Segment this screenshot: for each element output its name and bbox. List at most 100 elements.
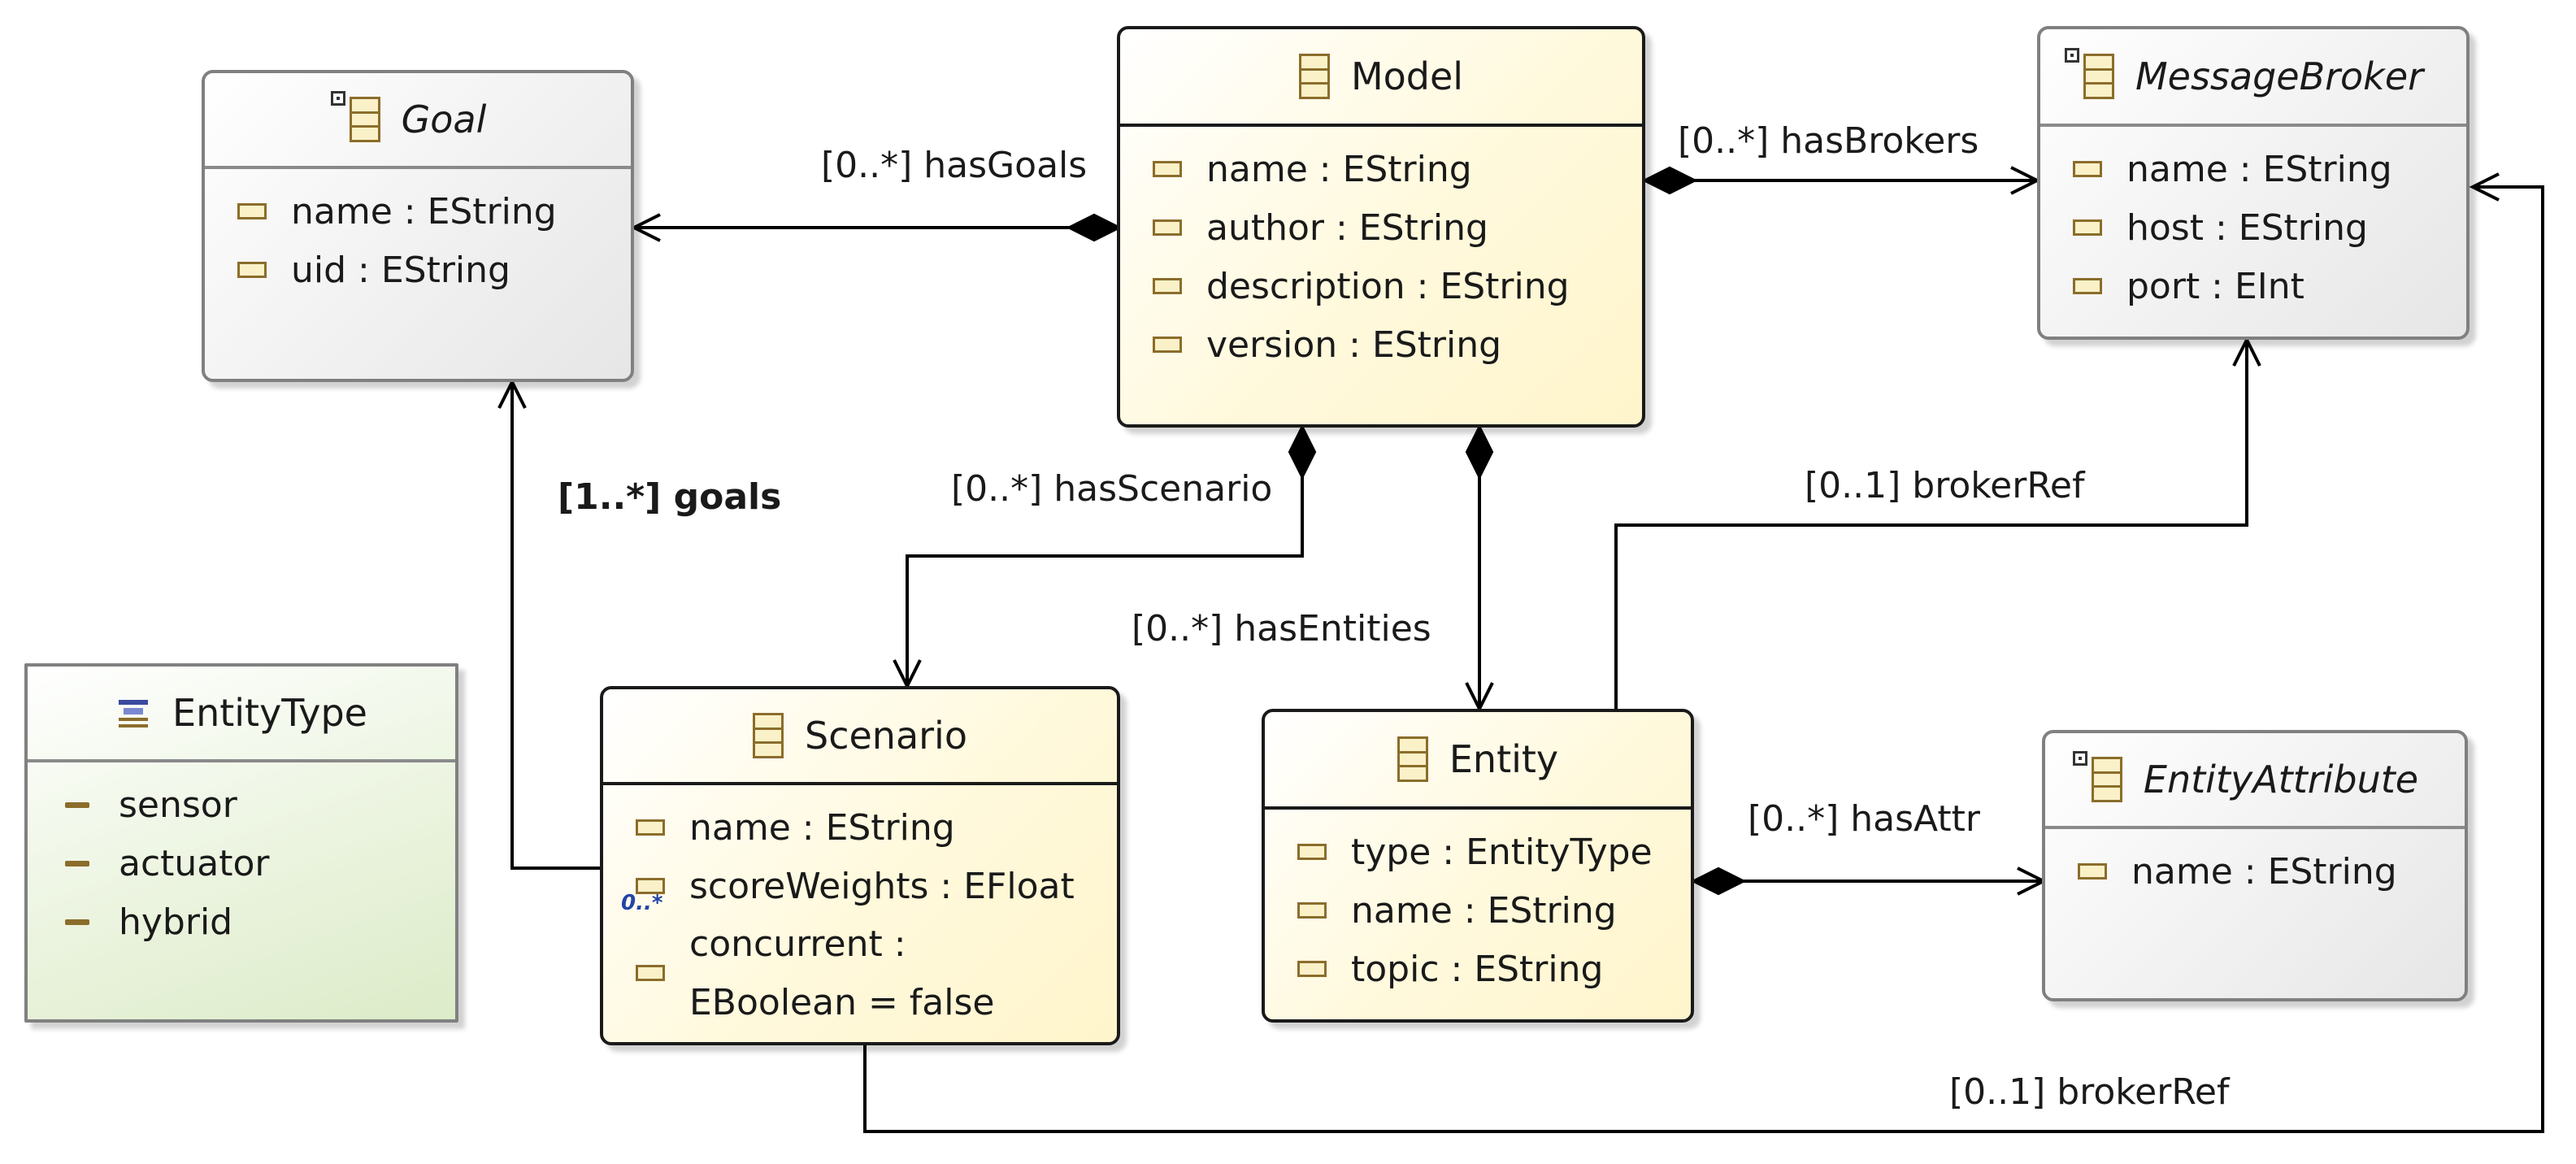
attribute-row[interactable]: name : EString: [1120, 140, 1642, 198]
class-goal-header: Goal: [205, 73, 631, 169]
abstract-class-icon: [2064, 48, 2114, 99]
enum-entitytype[interactable]: EntityType sensor actuator hybrid: [24, 663, 458, 1023]
attribute-row[interactable]: type : EntityType: [1265, 823, 1691, 881]
attribute-label: topic : EString: [1351, 948, 1604, 990]
attribute-row[interactable]: name : EString: [2040, 140, 2466, 198]
class-messagebroker-header: MessageBroker: [2040, 29, 2466, 127]
attribute-label: scoreWeights : EFloat: [689, 865, 1075, 907]
attribute-row[interactable]: name : EString: [603, 798, 1117, 857]
abstract-class-icon: [330, 91, 380, 142]
eattribute-icon: [237, 203, 267, 219]
reference-label-goals: [1..*] goals: [558, 476, 782, 518]
edge-hasbrokers-diamond: [1641, 166, 1698, 195]
attribute-label: name : EString: [1351, 889, 1617, 932]
abstract-class-icon: [2072, 751, 2122, 802]
edge-goals-arrowhead: [497, 378, 527, 409]
edge-goals[interactable]: [510, 382, 602, 870]
eattribute-icon: [1153, 337, 1182, 353]
enum-literal-icon: [65, 860, 89, 866]
attribute-row[interactable]: port : EInt: [2040, 257, 2466, 315]
enum-literal-label: actuator: [119, 842, 270, 884]
enum-literal-icon: [65, 801, 89, 808]
class-messagebroker[interactable]: MessageBroker name : EString host : EStr…: [2037, 26, 2470, 340]
eattribute-icon: [1297, 902, 1327, 919]
class-scenario-header: Scenario: [603, 689, 1117, 785]
attribute-label-line-1: concurrent :: [689, 923, 906, 965]
eclass-icon: [1397, 736, 1428, 782]
attribute-row[interactable]: name : EString: [1265, 881, 1691, 940]
reference-label-hasbrokers: [0..*] hasBrokers: [1678, 120, 1979, 162]
attribute-row[interactable]: description : EString: [1120, 257, 1642, 315]
attribute-row[interactable]: name : EString: [205, 182, 631, 241]
attribute-label: name : EString: [689, 806, 955, 849]
reference-label-brokerref-entity: [0..1] brokerRef: [1805, 465, 2085, 506]
class-model[interactable]: Model name : EString author : EString de…: [1117, 26, 1645, 428]
attribute-label: author : EString: [1206, 206, 1488, 249]
class-scenario[interactable]: Scenario name : EString 0..* scoreWeight…: [600, 686, 1120, 1045]
class-goal-name: Goal: [401, 98, 487, 141]
edge-brokerref-scenario[interactable]: [863, 185, 2544, 1133]
eenum-icon: [119, 700, 149, 728]
attribute-label: name : EString: [2126, 148, 2392, 190]
class-scenario-name: Scenario: [805, 714, 967, 758]
edge-hasscenario[interactable]: [906, 428, 1304, 686]
class-model-name: Model: [1350, 54, 1464, 98]
eclass-icon: [753, 713, 784, 758]
eattribute-icon: [1153, 278, 1182, 294]
enum-entitytype-name: EntityType: [172, 691, 367, 735]
eattribute-icon: [1297, 961, 1327, 977]
attribute-label: name : EString: [1206, 148, 1472, 190]
attribute-label: type : EntityType: [1351, 831, 1653, 873]
edge-hasattr-diamond: [1690, 866, 1747, 896]
class-messagebroker-name: MessageBroker: [2135, 54, 2424, 98]
enum-literal-row[interactable]: actuator: [28, 834, 455, 893]
class-entityattribute[interactable]: EntityAttribute name : EString: [2042, 730, 2468, 1001]
edge-hasentities-diamond: [1465, 423, 1494, 480]
attribute-label: version : EString: [1206, 324, 1502, 366]
enum-entitytype-header: EntityType: [28, 667, 455, 762]
multiplicity-icon: 0..*: [621, 891, 663, 915]
eclass-icon: [1298, 54, 1330, 99]
eattribute-icon: [636, 878, 665, 894]
class-entityattribute-name: EntityAttribute: [2143, 758, 2419, 801]
attribute-label: name : EString: [2131, 850, 2397, 893]
attribute-row[interactable]: version : EString: [1120, 315, 1642, 374]
edge-hasgoals-diamond: [1066, 213, 1123, 242]
edge-brokerref-entity[interactable]: [1614, 340, 2248, 709]
edge-brokerref-entity-arrowhead: [2232, 336, 2261, 367]
reference-label-hasgoals: [0..*] hasGoals: [821, 145, 1088, 186]
edge-hasscenario-diamond: [1288, 423, 1317, 480]
class-entityattribute-header: EntityAttribute: [2045, 733, 2465, 829]
eattribute-icon: [237, 262, 267, 278]
enum-literal-icon: [65, 919, 89, 925]
reference-label-hasscenario: [0..*] hasScenario: [951, 468, 1273, 510]
attribute-row[interactable]: host : EString: [2040, 198, 2466, 257]
class-entity[interactable]: Entity type : EntityType name : EString …: [1262, 709, 1694, 1023]
edge-brokerref-scenario-arrowhead: [2469, 172, 2500, 202]
attribute-row[interactable]: 0..* scoreWeights : EFloat: [603, 857, 1117, 916]
enum-literal-row[interactable]: sensor: [28, 775, 455, 834]
eattribute-icon: [2073, 161, 2102, 177]
attribute-label-line-2: EBoolean = false: [689, 982, 995, 1023]
eattribute-icon: [1297, 844, 1327, 860]
attribute-label: name : EString: [291, 190, 557, 232]
attribute-label: uid : EString: [291, 249, 510, 291]
class-model-header: Model: [1120, 29, 1642, 127]
eattribute-icon: [636, 965, 665, 981]
attribute-label: host : EString: [2126, 206, 2368, 249]
attribute-row[interactable]: author : EString: [1120, 198, 1642, 257]
attribute-row[interactable]: uid : EString: [205, 241, 631, 299]
attribute-row[interactable]: name : EString: [2045, 842, 2465, 901]
attribute-row[interactable]: topic : EString: [1265, 940, 1691, 998]
class-goal[interactable]: Goal name : EString uid : EString: [202, 70, 634, 382]
eattribute-icon: [1153, 219, 1182, 236]
eattribute-icon: [636, 819, 665, 836]
enum-literal-label: sensor: [119, 784, 237, 826]
enum-literal-row[interactable]: hybrid: [28, 893, 455, 951]
eattribute-icon: [2073, 219, 2102, 236]
class-entity-header: Entity: [1265, 712, 1691, 810]
reference-label-brokerref-scenario: [0..1] brokerRef: [1949, 1071, 2230, 1113]
attribute-row[interactable]: concurrent : EBoolean = false: [603, 915, 1117, 1032]
